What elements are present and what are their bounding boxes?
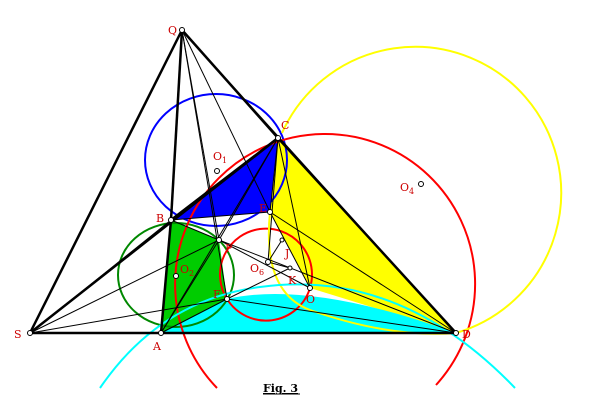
point-label-K: K — [288, 274, 297, 287]
point-label-O: O — [306, 293, 315, 306]
point-label-S: S — [14, 328, 22, 341]
cyan-region — [161, 293, 456, 333]
figure-caption: Fig. 3 — [263, 382, 298, 395]
cyan-arc — [99, 283, 516, 389]
center-label-O6: O6 — [250, 262, 264, 277]
blue-circle — [144, 93, 288, 227]
thin-lines — [29, 29, 457, 334]
point-label-A: A — [152, 340, 162, 353]
vertex-markers — [27, 27, 459, 336]
point-label-J: J — [284, 247, 289, 260]
point-label-C: C — [281, 119, 289, 132]
center-label-O1: O1 — [213, 150, 227, 165]
center-label-O4: O4 — [400, 181, 414, 196]
point-label-P: P — [225, 242, 233, 255]
point-label-E: E — [259, 202, 267, 215]
center-label-O2: O2 — [180, 263, 194, 278]
red-circle-inner — [219, 227, 313, 322]
yellow-circle — [281, 45, 563, 334]
point-label-Q: Q — [168, 24, 177, 37]
point-label-D: D — [462, 328, 471, 341]
green-circle — [117, 222, 235, 328]
point-label-B: B — [156, 212, 164, 225]
point-label-F: F — [213, 288, 221, 301]
red-circle-large — [174, 133, 477, 389]
